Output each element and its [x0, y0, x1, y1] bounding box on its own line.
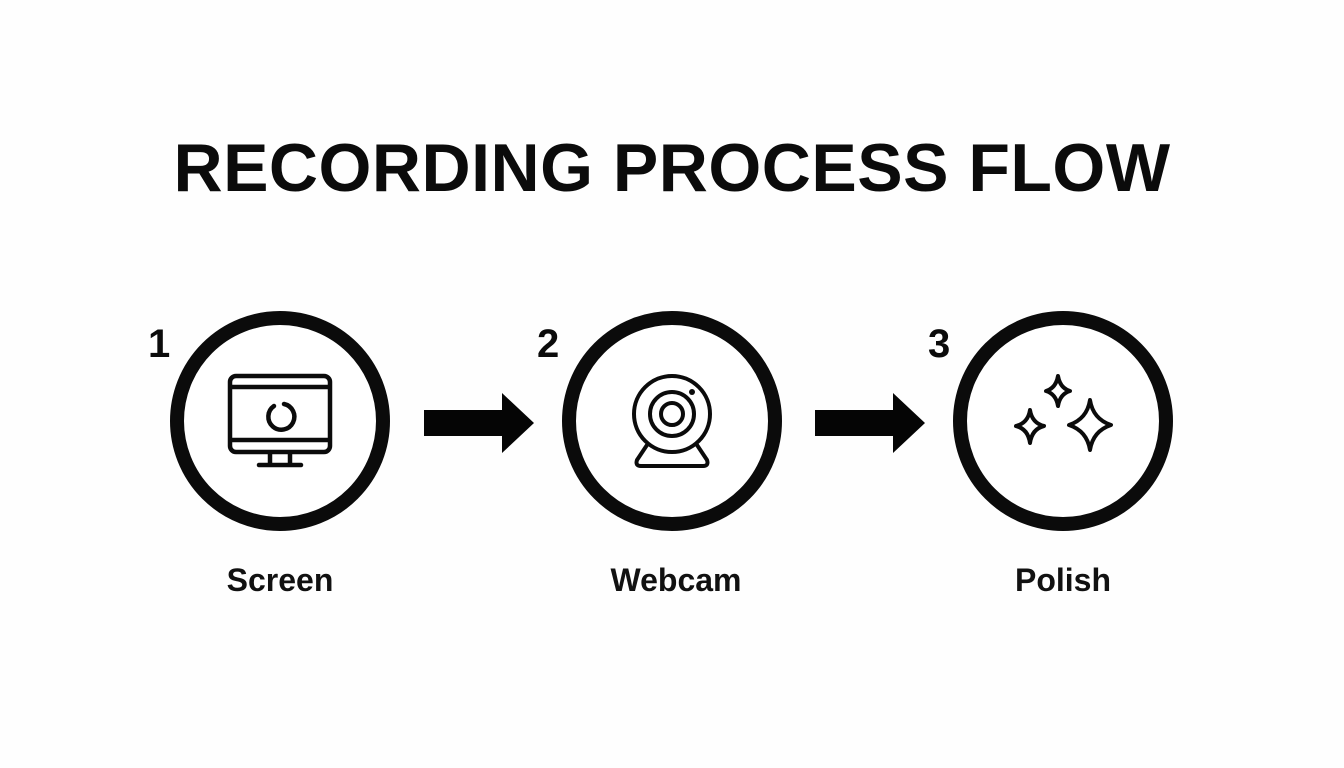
sparkles-icon	[1014, 374, 1113, 452]
step-label: Polish	[1014, 562, 1111, 598]
step-number: 2	[537, 322, 560, 366]
monitor-refresh-icon	[227, 373, 333, 468]
step-number: 3	[928, 322, 951, 366]
arrow-right-icon	[815, 393, 925, 453]
diagram-title: RECORDING PROCESS FLOW	[173, 130, 1171, 206]
webcam-icon	[632, 374, 712, 468]
step-label: Screen	[226, 562, 334, 598]
step-label: Webcam	[610, 562, 742, 598]
arrow-right-icon	[424, 393, 534, 453]
step-number: 1	[148, 322, 171, 366]
